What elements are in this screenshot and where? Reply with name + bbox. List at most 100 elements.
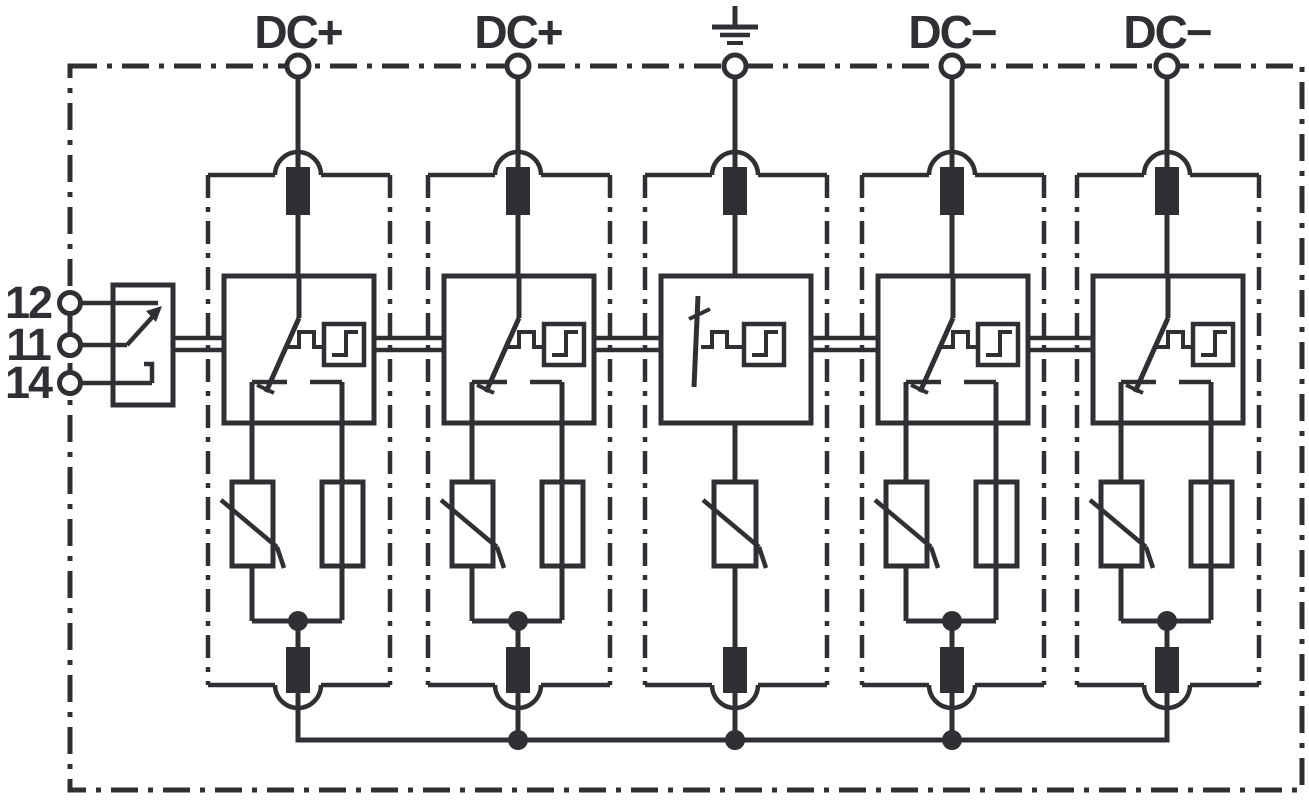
step-waveform-glyph bbox=[986, 330, 1012, 357]
fuse-body bbox=[319, 479, 366, 569]
module-dashdot-outline bbox=[425, 149, 613, 711]
terminal-label: DC+ bbox=[254, 6, 341, 58]
blade-tip-tick bbox=[476, 383, 495, 395]
terminal-circle bbox=[284, 52, 312, 80]
spark-gap-icon bbox=[688, 295, 711, 388]
terminal-label: DC− bbox=[908, 6, 995, 58]
bottom-plug-contact bbox=[723, 647, 747, 693]
terminal-label: DC− bbox=[1123, 6, 1210, 58]
pulse-trigger-icon bbox=[1190, 321, 1236, 368]
left-terminal-remote-contact-12: 12 bbox=[5, 277, 83, 328]
signal-bus-lines bbox=[173, 335, 1093, 353]
top-plug-contact bbox=[940, 167, 964, 215]
mechanical-linkage bbox=[1154, 330, 1193, 349]
top-plug-socket-arc bbox=[709, 149, 761, 176]
switch-blade bbox=[1132, 316, 1171, 394]
bottom-plug-contact bbox=[286, 647, 310, 693]
protection-module-dc-minus-2 bbox=[1074, 149, 1262, 742]
varistor-diagonal bbox=[219, 498, 279, 549]
top-plug-contact bbox=[286, 167, 310, 215]
step-waveform-glyph bbox=[332, 330, 358, 357]
protection-module-earth bbox=[642, 149, 830, 742]
step-waveform-glyph bbox=[1201, 330, 1227, 357]
fuse-icon bbox=[539, 479, 586, 569]
terminal-circle bbox=[57, 290, 83, 316]
junction-dot bbox=[508, 730, 528, 750]
blade-arrowhead bbox=[146, 306, 162, 322]
terminal-circle bbox=[1153, 52, 1181, 80]
thermal-disconnector-icon bbox=[472, 276, 562, 395]
top-terminal-dc-minus-1: DC− bbox=[908, 6, 998, 170]
terminal-circle bbox=[721, 52, 749, 80]
left-terminal-remote-contact-14: 14 bbox=[5, 357, 83, 408]
thermal-disconnector-icon bbox=[906, 276, 996, 395]
terminal-circle bbox=[57, 370, 83, 396]
pulse-trigger-icon bbox=[321, 321, 367, 368]
varistor-icon bbox=[873, 479, 941, 569]
varistor-tail bbox=[1143, 546, 1156, 569]
pin-number-label: 12 bbox=[5, 277, 52, 328]
earth-ground-icon bbox=[712, 6, 758, 45]
pulse-trigger-icon bbox=[975, 321, 1021, 368]
protection-module-dc-plus-1 bbox=[205, 149, 393, 742]
terminal-circle bbox=[938, 52, 966, 80]
varistor-icon bbox=[701, 479, 769, 569]
bottom-plug-contact bbox=[506, 647, 530, 693]
spark-gap-tick bbox=[688, 307, 711, 321]
top-plug-socket-arc bbox=[272, 149, 324, 176]
blade-tip-tick bbox=[1125, 383, 1144, 395]
thermal-disconnector-icon bbox=[1121, 276, 1211, 395]
protection-module-dc-minus-1 bbox=[859, 149, 1047, 742]
varistor-diagonal bbox=[701, 498, 761, 549]
contact-box bbox=[110, 282, 176, 408]
terminal-circle bbox=[504, 52, 532, 80]
step-waveform-glyph bbox=[552, 330, 578, 357]
bottom-plug-contact bbox=[1155, 647, 1179, 693]
junction-dot bbox=[725, 730, 745, 750]
pulse-trigger-icon bbox=[741, 321, 787, 368]
enclosure-dashdot-border bbox=[67, 63, 1305, 793]
fuse-body bbox=[1188, 479, 1235, 569]
mechanical-linkage bbox=[285, 330, 324, 349]
fuse-body bbox=[973, 479, 1020, 569]
top-plug-socket-arc bbox=[1141, 149, 1193, 176]
top-plug-contact bbox=[506, 167, 530, 215]
switch-blade bbox=[483, 316, 522, 394]
pin-number-label: 14 bbox=[5, 357, 53, 408]
mechanical-linkage bbox=[505, 330, 544, 349]
left-terminal-remote-contact-11: 11 bbox=[6, 319, 83, 370]
changeover-blade bbox=[125, 311, 158, 347]
step-waveform-glyph bbox=[752, 330, 778, 357]
pin-number-label: 11 bbox=[6, 319, 51, 370]
no-contact-hook bbox=[144, 361, 155, 383]
varistor-icon bbox=[1088, 479, 1156, 569]
varistor-icon bbox=[439, 479, 507, 569]
terminal-circle bbox=[57, 332, 83, 358]
top-terminal-dc-minus-2: DC− bbox=[1123, 6, 1213, 170]
varistor-icon bbox=[219, 479, 287, 569]
outer-enclosure bbox=[67, 63, 1305, 793]
blade-tip-tick bbox=[256, 383, 275, 395]
top-plug-contact bbox=[1155, 167, 1179, 215]
module-dashdot-outline bbox=[859, 149, 1047, 711]
switch-blade bbox=[263, 316, 302, 394]
top-terminal-earth bbox=[712, 6, 758, 170]
varistor-tail bbox=[928, 546, 941, 569]
fuse-icon bbox=[319, 479, 366, 569]
mechanical-linkage bbox=[701, 330, 744, 349]
bottom-plug-contact bbox=[940, 647, 964, 693]
remote-signalling-contact bbox=[81, 282, 176, 408]
fuse-body bbox=[539, 479, 586, 569]
junction-dot bbox=[942, 730, 962, 750]
top-terminal-dc-plus-2: DC+ bbox=[474, 6, 564, 170]
switch-blade bbox=[917, 316, 956, 394]
fuse-icon bbox=[973, 479, 1020, 569]
varistor-tail bbox=[756, 546, 769, 569]
varistor-tail bbox=[274, 546, 287, 569]
fuse-icon bbox=[1188, 479, 1235, 569]
thermal-disconnector-icon bbox=[252, 276, 342, 395]
varistor-diagonal bbox=[1088, 498, 1148, 549]
spark-gap-electrode bbox=[691, 295, 701, 388]
